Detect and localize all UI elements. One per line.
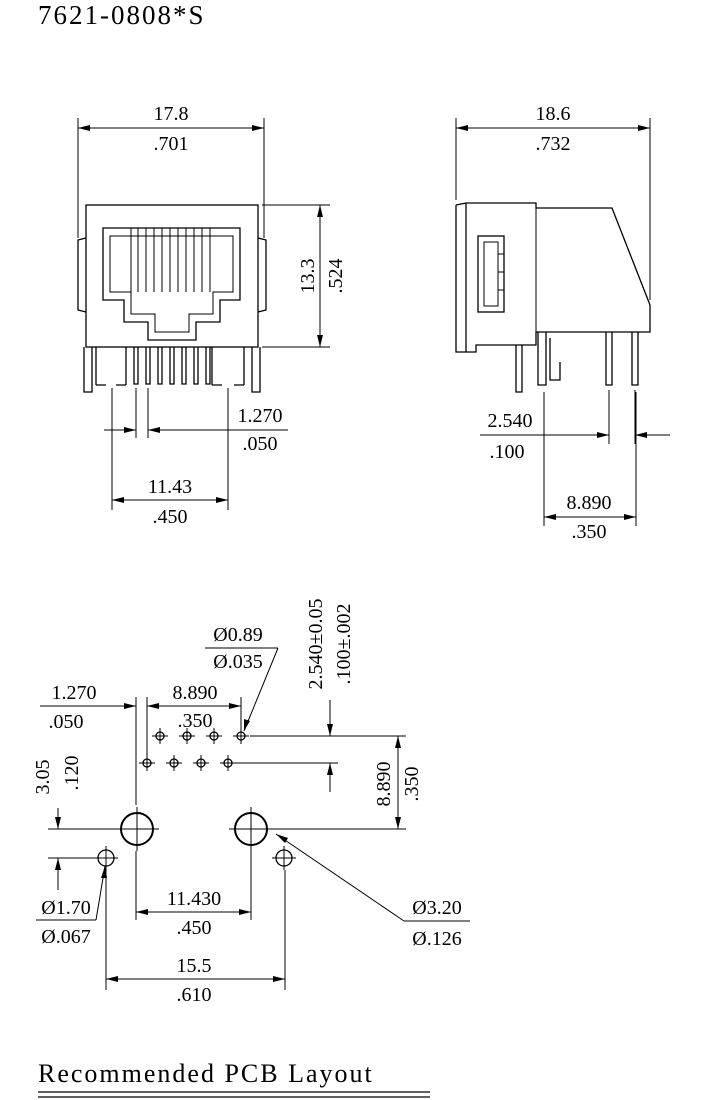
front-body-outline (85, 204, 259, 348)
row-pitch-in: .100±.002 (333, 604, 355, 685)
outer-span-in: .610 (177, 984, 212, 1006)
front-post-left (83, 347, 93, 393)
post-pitch-dimension: 11.430 .450 (135, 851, 252, 939)
side-latch-inner (483, 241, 499, 307)
small-hole-in: Ø.067 (41, 926, 90, 948)
post-offset-dimension: 3.05 .120 (32, 756, 115, 890)
outer-span-dimension: 15.5 .610 (105, 870, 286, 1006)
jack-opening (102, 227, 241, 341)
front-width-dimension: 17.8 .701 (77, 103, 265, 238)
hole-dia-mm: Ø0.89 (213, 624, 262, 646)
pin-pitch-in: .050 (243, 433, 278, 455)
pcb-signal-holes-row-2 (139, 755, 236, 771)
side-pin-a (537, 332, 547, 386)
front-height-in: .524 (325, 259, 347, 294)
side-latch (477, 235, 505, 313)
front-contacts (130, 228, 211, 292)
side-pin-b (549, 338, 561, 381)
small-hole-mm: Ø1.70 (41, 897, 90, 919)
side-pin-offset-dimension: 2.540 .100 (480, 390, 670, 463)
side-depth-dimension: 18.6 .732 (455, 103, 651, 300)
row-offset-dimension: 1.270 .050 8.890 .350 (40, 682, 242, 805)
large-hole-mm: Ø3.20 (412, 897, 461, 919)
pin-offset-mm: 2.540 (488, 410, 533, 432)
rear-span-in: .350 (572, 521, 607, 543)
pcb-mounting-hole-left (115, 807, 159, 851)
front-height-mm: 13.3 (297, 259, 319, 294)
side-pin-rear (631, 332, 639, 386)
post-offset-in: .120 (61, 756, 83, 791)
front-post-right (251, 347, 261, 393)
large-hole-callout: Ø3.20 Ø.126 (275, 833, 470, 950)
front-width-in: .701 (154, 133, 189, 155)
rows-to-post-mm: 8.890 (373, 762, 395, 807)
side-body-outline (455, 202, 651, 353)
post-pitch-mm: 11.430 (167, 888, 221, 910)
pcb-mounting-hole-right (229, 807, 273, 851)
pcb-layout-caption: Recommended PCB Layout (38, 1059, 430, 1098)
hole-dia-in: Ø.035 (213, 651, 262, 673)
side-view (455, 202, 651, 393)
front-height-dimension: 13.3 .524 (262, 204, 347, 348)
front-pins (133, 347, 211, 385)
pcb-small-hole-left (94, 846, 118, 870)
outer-span-mm: 15.5 (177, 955, 212, 977)
post-offset-mm: 3.05 (32, 760, 54, 795)
side-rear-span-dimension: 8.890 .350 (543, 392, 637, 543)
large-hole-in: Ø.126 (412, 928, 461, 950)
front-post-span-dimension: 11.43 .450 (111, 388, 229, 528)
front-standoff-left (95, 347, 127, 386)
front-left-tab (77, 237, 87, 313)
front-pin-pitch-dimension: 1.270 .050 (104, 388, 288, 455)
pcb-layout-heading: Recommended PCB Layout (38, 1059, 374, 1088)
row-span-in: .350 (178, 710, 213, 732)
rear-span-mm: 8.890 (567, 492, 612, 514)
front-view (77, 204, 267, 393)
offset-in: .050 (49, 711, 84, 733)
front-width-mm: 17.8 (154, 103, 189, 125)
jack-opening-inner (109, 235, 234, 333)
pcb-signal-holes-row-1 (152, 728, 249, 744)
hole-diameter-callout: Ø0.89 Ø.035 (205, 624, 279, 732)
side-post-front (515, 345, 523, 393)
row-span-mm: 8.890 (173, 682, 218, 704)
small-hole-callout: Ø1.70 Ø.067 (36, 865, 107, 948)
post-span-mm: 11.43 (148, 476, 192, 498)
rows-to-post-in: .350 (401, 767, 423, 802)
side-depth-in: .732 (536, 133, 571, 155)
pcb-small-hole-right (272, 846, 296, 870)
side-depth-mm: 18.6 (536, 103, 571, 125)
pin-offset-in: .100 (490, 441, 525, 463)
pin-pitch-mm: 1.270 (238, 405, 283, 427)
rows-to-post-dimension: 8.890 .350 (273, 735, 423, 830)
post-pitch-in: .450 (177, 917, 212, 939)
part-number: 7621-0808*S (38, 0, 206, 30)
pcb-layout (94, 728, 296, 870)
row-pitch-mm: 2.540±0.05 (305, 599, 327, 690)
row-pitch-dimension: 2.540±0.05 .100±.002 (236, 599, 355, 792)
front-right-tab (257, 237, 267, 313)
post-span-in: .450 (153, 506, 188, 528)
front-standoff-right (211, 347, 245, 386)
side-post-rear (605, 332, 613, 386)
offset-mm: 1.270 (52, 682, 97, 704)
